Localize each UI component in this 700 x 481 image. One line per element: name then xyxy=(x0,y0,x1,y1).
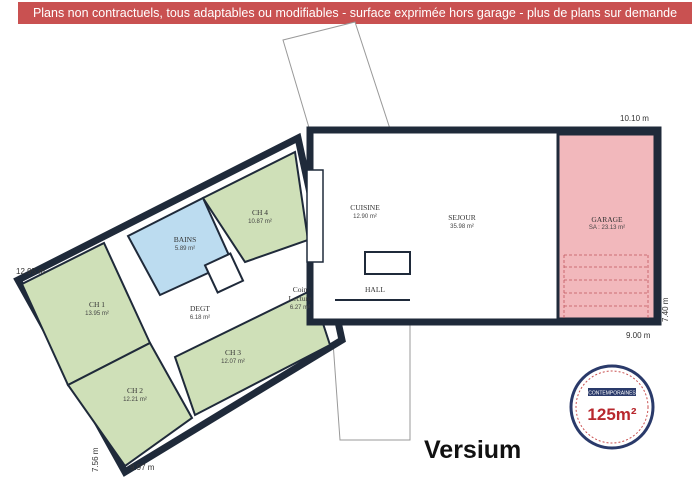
room-ch2 xyxy=(66,341,194,468)
wc xyxy=(203,252,245,294)
garage-label: GARAGE xyxy=(591,215,623,224)
coin-area: 6.27 m² xyxy=(290,305,310,311)
dim-bottom-right: 9.00 m xyxy=(626,331,651,340)
room-garage xyxy=(556,132,657,321)
kitchen-island xyxy=(364,251,411,275)
ch3-label: CH 3 xyxy=(225,348,241,357)
hall-label: HALL xyxy=(365,285,385,294)
dim-bottom-left: 9.97 m xyxy=(130,463,155,472)
ch3-area: 12.07 m² xyxy=(221,359,245,365)
ch4-area: 10.87 m² xyxy=(248,219,272,225)
garage-door-lines xyxy=(563,254,649,319)
bains-label: BAINS xyxy=(174,235,197,244)
degt-label: DEGT xyxy=(190,304,210,313)
degt-area: 6.18 m² xyxy=(190,315,210,321)
ch2-label: CH 2 xyxy=(127,386,143,395)
dim-left-top: 12.95 m xyxy=(16,267,45,276)
room-ch3 xyxy=(173,288,332,417)
ch2-area: 12.21 m² xyxy=(123,397,147,403)
cuisine-label: CUISINE xyxy=(350,203,380,212)
logo-brand: CONTEMPORAINES xyxy=(588,391,636,397)
ch4-label: CH 4 xyxy=(252,208,268,217)
ch1-area: 13.95 m² xyxy=(85,311,109,317)
dim-left-bottom: 7.56 m xyxy=(91,447,100,472)
dim-right: 7.40 m xyxy=(661,297,670,322)
ch1-label: CH 1 xyxy=(89,300,105,309)
dim-top: 10.10 m xyxy=(620,114,649,123)
coin-label-1: Coin xyxy=(293,285,308,294)
garage-area: SA : 23.13 m² xyxy=(589,225,625,231)
sejour-area: 35.98 m² xyxy=(450,224,474,230)
disclaimer-banner: Plans non contractuels, tous adaptables … xyxy=(18,2,692,24)
sejour-label: SEJOUR xyxy=(448,213,476,222)
logo-surface: 125m² xyxy=(587,405,636,424)
bains-area: 5.89 m² xyxy=(175,246,195,252)
coin-label-2: Lecture xyxy=(289,294,313,303)
kitchen-counter xyxy=(306,169,324,263)
model-name: Versium xyxy=(424,436,522,464)
surface-seal-logo: CONTEMPORAINES 125m² xyxy=(569,364,655,450)
cuisine-area: 12.90 m² xyxy=(353,214,377,220)
